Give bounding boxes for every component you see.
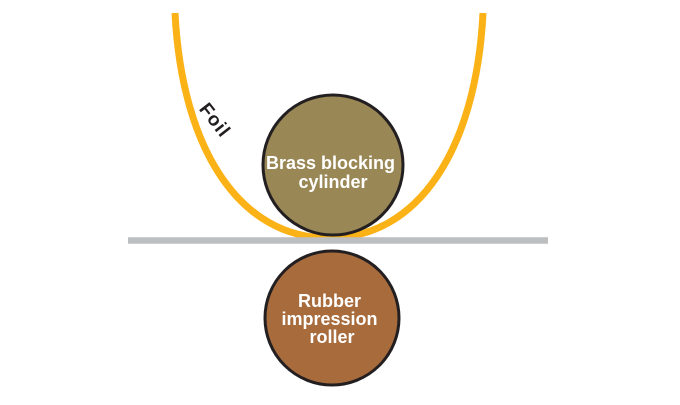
rubber-label-line: impression [281,309,377,329]
rubber-impression-roller-label: Rubber impression roller [281,291,382,347]
rubber-label-line: Rubber [298,291,361,311]
brass-blocking-cylinder-circle [261,93,405,237]
rubber-impression-roller-circle [263,249,401,387]
brass-label-line: Brass blocking [266,153,395,173]
rubber-label-line: roller [309,327,354,347]
brass-blocking-cylinder-label: Brass blocking cylinder [266,153,400,192]
brass-label-line: cylinder [298,172,367,192]
